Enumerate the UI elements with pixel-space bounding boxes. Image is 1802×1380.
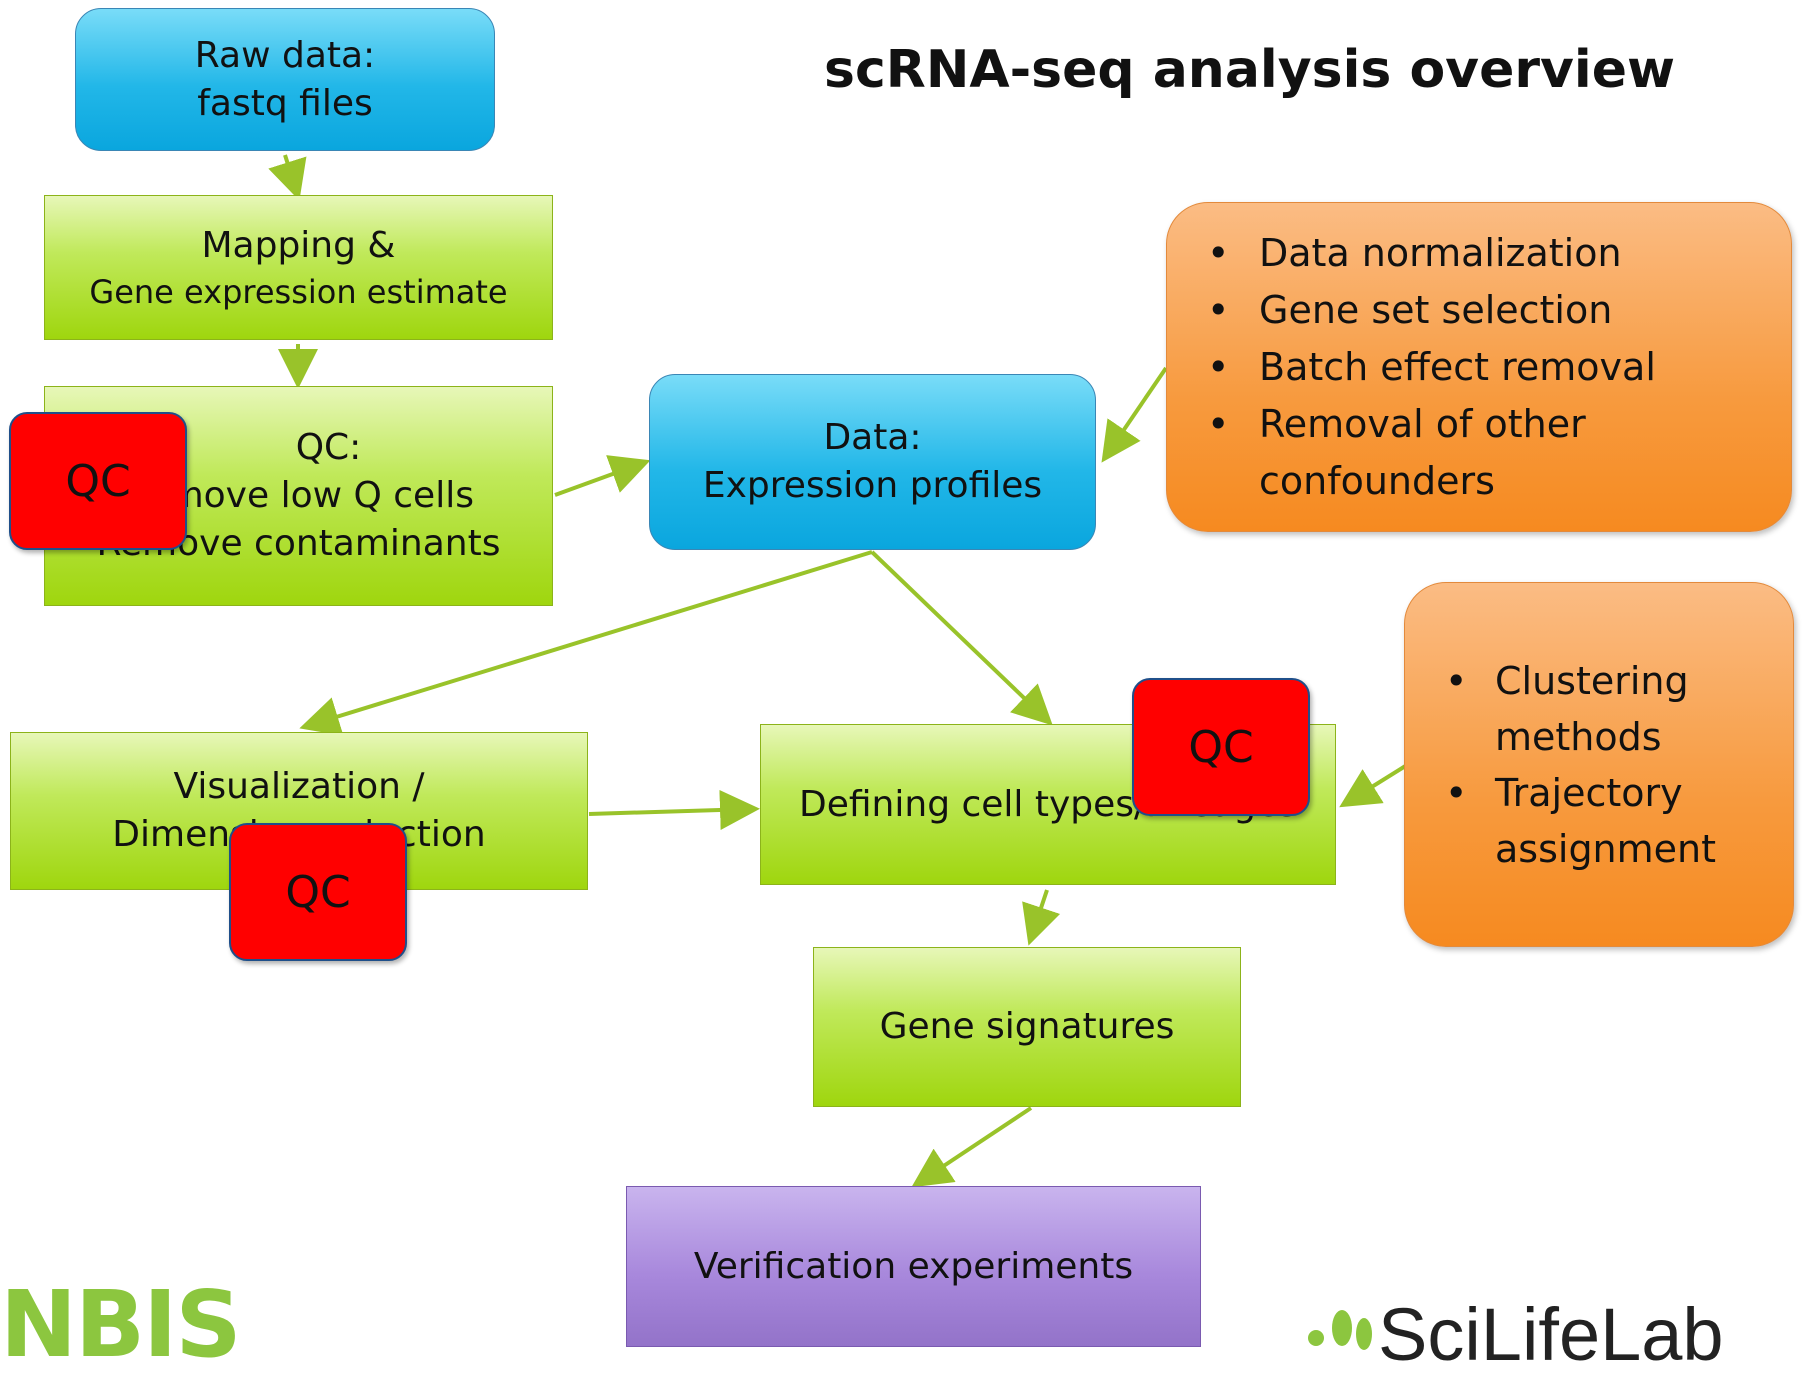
node-raw-data: Raw data: fastq files <box>75 8 495 151</box>
mapping-line-2: Gene expression estimate <box>89 272 508 311</box>
preprocessing-item-text: Removal of other confounders <box>1259 401 1586 503</box>
mapping-line-1: Mapping & <box>201 224 396 266</box>
signatures-line-1: Gene signatures <box>879 1006 1175 1047</box>
arrow-celltypes-to-signatures <box>1022 889 1061 946</box>
scilifelab-logo-icon <box>1308 1310 1372 1350</box>
raw-data-line-2: fastq files <box>197 82 373 124</box>
node-expression-profiles: Data: Expression profiles <box>649 374 1096 550</box>
preprocessing-list: Data normalization Gene set selection Ba… <box>1167 225 1656 510</box>
connector-layer <box>268 154 1409 1188</box>
methods-item: Trajectory assignment <box>1405 765 1725 877</box>
note-preprocessing: Data normalization Gene set selection Ba… <box>1166 202 1792 532</box>
raw-data-line-1: Raw data: <box>194 34 376 76</box>
methods-item-text: Trajectory assignment <box>1495 770 1717 871</box>
methods-item: Clustering methods <box>1405 653 1725 765</box>
expression-line-2: Expression profiles <box>702 465 1043 506</box>
qc-badge: QC <box>229 823 407 961</box>
visualization-line-1: Visualization / <box>173 766 425 807</box>
nbis-logo: NBIS <box>0 1275 242 1375</box>
scilifelab-logo-text: SciLifeLab <box>1378 1293 1724 1376</box>
node-gene-signatures: Gene signatures <box>813 947 1241 1107</box>
arrow-raw-to-mapping <box>268 154 307 201</box>
scilifelab-logo: SciLifeLab <box>1298 1293 1802 1376</box>
qc-step-line-1: QC: <box>295 427 362 468</box>
preprocessing-item: Data normalization <box>1167 225 1656 282</box>
arrow-preprocessing-to-expression <box>1101 366 1168 463</box>
preprocessing-item: Gene set selection <box>1167 282 1656 339</box>
node-mapping: Mapping & Gene expression estimate <box>44 195 553 340</box>
note-cell-typing-methods: Clustering methods Trajectory assignment <box>1404 582 1794 947</box>
expression-line-1: Data: <box>823 417 922 458</box>
nbis-logo-text: NBIS <box>0 1271 242 1378</box>
node-verification: Verification experiments <box>626 1186 1201 1347</box>
arrow-signatures-to-verification <box>911 1106 1033 1188</box>
methods-list: Clustering methods Trajectory assignment <box>1405 653 1725 877</box>
qc-badge: QC <box>9 412 187 550</box>
qc-badge: QC <box>1132 678 1310 816</box>
verification-line-1: Verification experiments <box>693 1245 1134 1287</box>
preprocessing-item: Batch effect removal <box>1167 339 1656 396</box>
arrow-methods-to-celltypes <box>1339 763 1409 808</box>
preprocessing-item: Removal of other confounders <box>1167 396 1656 510</box>
arrow-expression-to-celltypes <box>870 550 1053 726</box>
diagram-title: scRNA-seq analysis overview <box>824 40 1676 100</box>
arrow-qc-to-expression <box>554 455 651 497</box>
arrow-visualization-to-celltypes <box>588 789 760 830</box>
methods-item-text: Clustering methods <box>1495 658 1689 759</box>
arrow-expression-to-visualization <box>299 550 873 736</box>
